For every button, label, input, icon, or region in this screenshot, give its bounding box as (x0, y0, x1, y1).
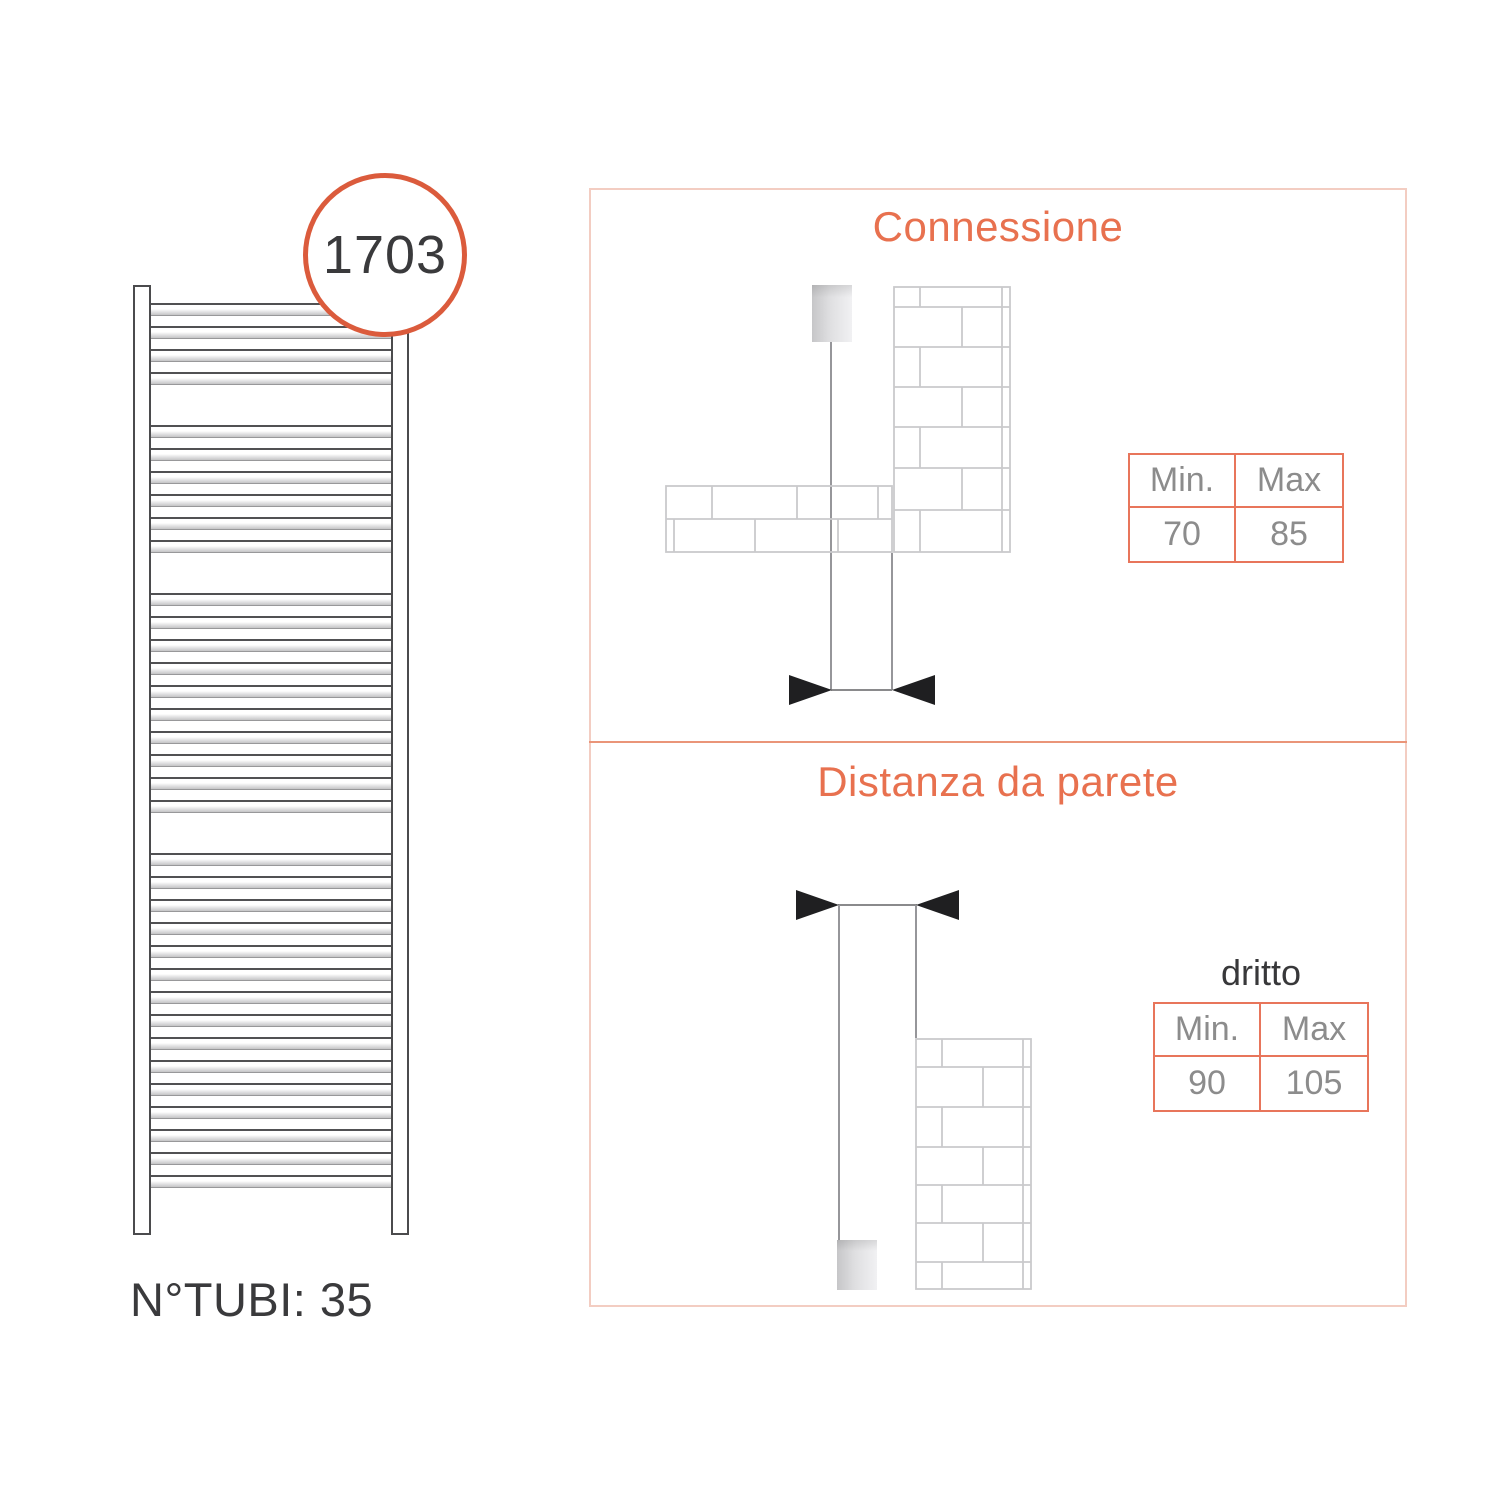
table-header-max: Max (1236, 455, 1342, 508)
tube-group (151, 303, 392, 385)
radiator-tube (151, 800, 392, 813)
radiator-tubes (151, 303, 392, 1188)
radiator-tube (151, 777, 392, 790)
radiator-tube (151, 1152, 392, 1165)
wall-distance-title: Distanza da parete (817, 758, 1179, 805)
brick-wall-vertical-icon (893, 286, 1011, 553)
radiator-tube (151, 662, 392, 675)
table-value-min: 90 (1155, 1057, 1261, 1110)
table-value-max: 105 (1285, 1064, 1343, 1102)
radiator-tube (151, 517, 392, 530)
distance-wall-extension-line (915, 905, 917, 1038)
radiator-tube (151, 899, 392, 912)
radiator-tube (151, 1175, 392, 1188)
radiator-tube (151, 1037, 392, 1050)
radiator-tube (151, 1014, 392, 1027)
radiator-tube (151, 1106, 392, 1119)
table-header-min: Min. (1155, 1004, 1261, 1057)
radiator-tube (151, 876, 392, 889)
distance-pipe (837, 1240, 877, 1290)
radiator-tube (151, 540, 392, 553)
connection-title: Connessione (872, 203, 1124, 250)
variant-label: dritto (1220, 952, 1302, 993)
radiator-right-rail (391, 285, 409, 1235)
connection-wall-extension-line (891, 553, 893, 690)
table-header-max: Max (1261, 1004, 1367, 1057)
dimension-arrow-right-icon (916, 890, 959, 920)
dimension-arrow-left-icon (789, 675, 832, 705)
distance-pipe-extension-line (838, 905, 840, 1240)
dimension-arrow-right-icon (892, 675, 935, 705)
connection-minmax-table: Min. Max 70 85 (1128, 453, 1344, 563)
tube-group (151, 853, 392, 1188)
radiator-tube (151, 853, 392, 866)
radiator-tube (151, 372, 392, 385)
radiator-tube (151, 991, 392, 1004)
brick-wall-vertical-icon (915, 1038, 1032, 1290)
table-value-max: 85 (1270, 515, 1308, 553)
brick-floor-slab-icon (665, 485, 893, 553)
radiator-tube (151, 639, 392, 652)
tube-count-label: N°TUBI: 35 (130, 1273, 374, 1326)
radiator-tube (151, 754, 392, 767)
panel-divider (589, 741, 1407, 743)
radiator-tube (151, 922, 392, 935)
radiator-tube (151, 1060, 392, 1073)
radiator-tube (151, 349, 392, 362)
distance-dimension-line (838, 904, 917, 906)
radiator-tube (151, 685, 392, 698)
radiator-tube (151, 593, 392, 606)
dimension-arrow-left-icon (796, 890, 839, 920)
tube-group (151, 593, 392, 813)
radiator-tube (151, 326, 392, 339)
radiator-tube (151, 1083, 392, 1096)
connection-pipe (812, 285, 852, 342)
connection-dimension-line (831, 689, 892, 691)
radiator-tube (151, 448, 392, 461)
radiator-tube (151, 731, 392, 744)
height-badge: 1703 (303, 173, 467, 337)
radiator-left-rail (133, 285, 151, 1235)
height-value: 1703 (322, 225, 448, 285)
wall-distance-minmax-table: Min. Max 90 105 (1153, 1002, 1369, 1112)
spec-panels-frame (589, 188, 1407, 1307)
connection-pipe-axis-line (830, 342, 832, 690)
table-header-min: Min. (1130, 455, 1236, 508)
radiator-tube (151, 471, 392, 484)
table-value-min: 70 (1130, 508, 1236, 561)
radiator-tube (151, 494, 392, 507)
radiator-tube (151, 968, 392, 981)
radiator-tube (151, 708, 392, 721)
radiator-tube (151, 945, 392, 958)
radiator-tube (151, 1129, 392, 1142)
radiator-tube (151, 616, 392, 629)
radiator-tube (151, 425, 392, 438)
tube-group (151, 425, 392, 553)
